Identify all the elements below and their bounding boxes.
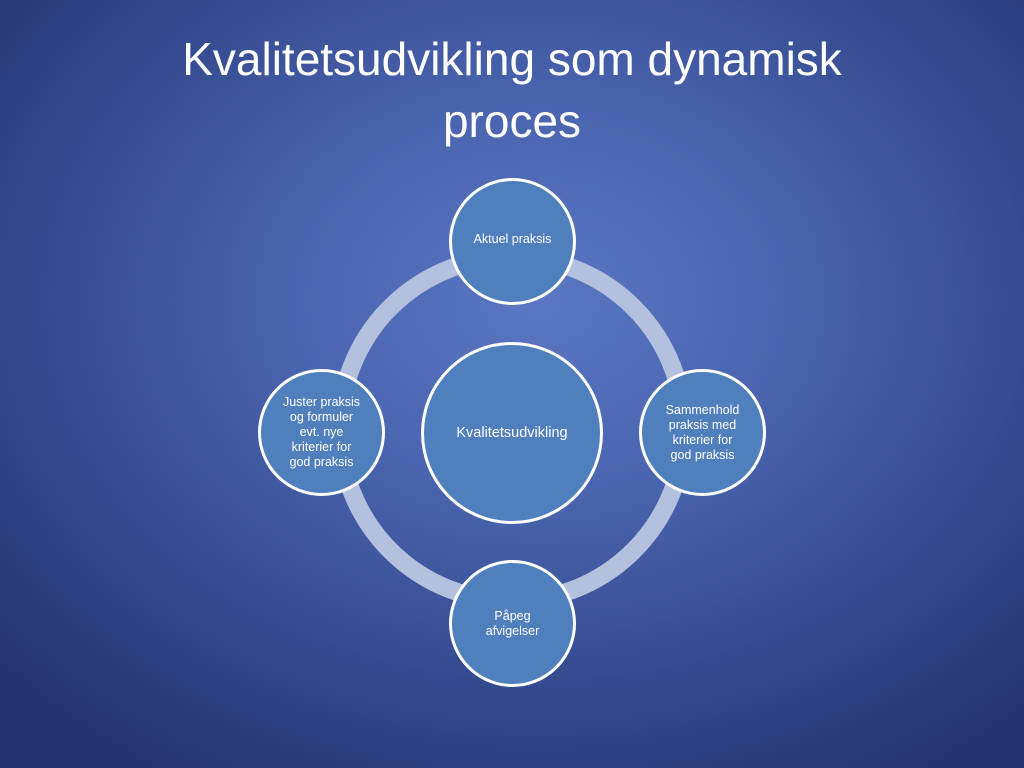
node-center-kvalitetsudvikling: Kvalitetsudvikling [421,342,603,524]
node-papeg-afvigelser-line-2: afvigelser [485,623,540,638]
node-papeg-afvigelser: Påpeg afvigelser [449,560,576,687]
node-juster-praksis-label: Juster praksis og formuler evt. nye krit… [283,395,360,470]
node-sammenhold-praksis-line-2: praksis med [668,417,737,432]
node-aktuel-praksis-line-1: Aktuel praksis [473,232,552,246]
node-center-label: Kvalitetsudvikling [456,424,567,442]
node-center-line-1: Kvalitetsudvikling [456,425,568,441]
slide-title-line-1: Kvalitetsudvikling som dynamisk [182,33,842,85]
node-juster-praksis-line-4: kriterier for [291,440,352,454]
node-juster-praksis-line-5: god praksis [289,455,354,469]
node-sammenhold-praksis-label: Sammenhold praksis med kriterier for god… [666,403,740,463]
node-papeg-afvigelser-label: Påpeg afvigelser [486,609,540,639]
node-aktuel-praksis: Aktuel praksis [449,178,576,305]
node-sammenhold-praksis-line-3: kriterier for [672,432,733,447]
node-sammenhold-praksis-line-4: god praksis [670,447,735,462]
node-juster-praksis-line-2: og formuler [289,410,354,424]
node-sammenhold-praksis: Sammenhold praksis med kriterier for god… [639,369,766,496]
slide-title-line-2: proces [442,95,582,147]
node-papeg-afvigelser-line-1: Påpeg [494,608,531,623]
node-aktuel-praksis-label: Aktuel praksis [474,232,552,247]
node-juster-praksis-line-3: evt. nye [299,425,344,439]
slide-title: Kvalitetsudvikling som dynamisk proces [0,28,1024,152]
node-juster-praksis: Juster praksis og formuler evt. nye krit… [258,369,385,496]
node-sammenhold-praksis-line-1: Sammenhold [665,402,740,417]
node-juster-praksis-line-1: Juster praksis [282,395,361,409]
